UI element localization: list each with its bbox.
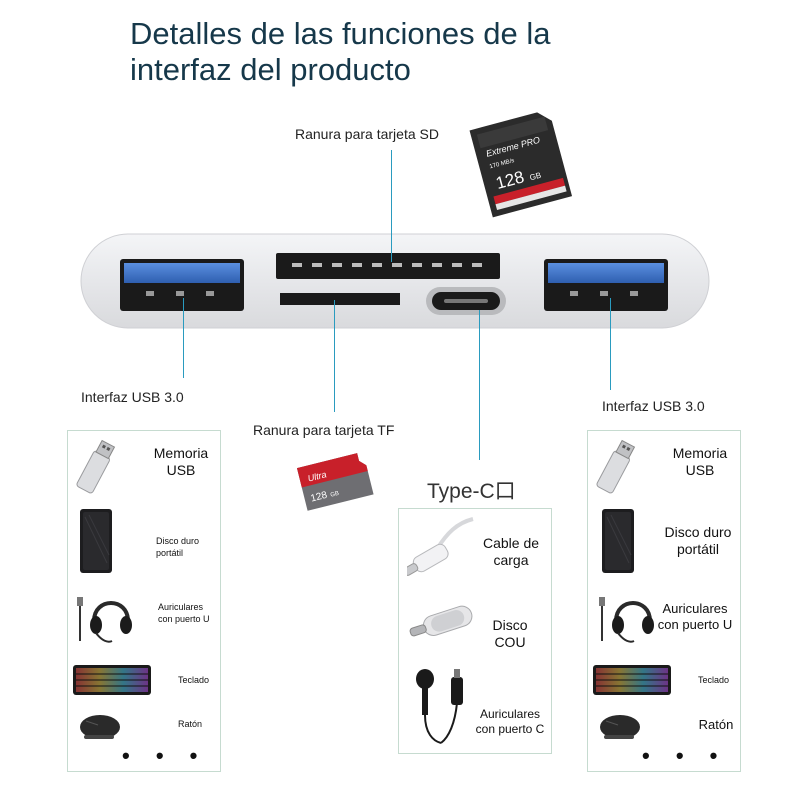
sd-card-unit: GB (529, 171, 542, 183)
hub-device (80, 233, 712, 331)
tf-leader-line (334, 300, 335, 412)
left-item-5-label: Ratón (178, 719, 203, 729)
title-line-1: Detalles de las funciones de la (130, 16, 551, 51)
keyboard-icon (592, 663, 672, 697)
usb-right-leader-line (610, 298, 611, 390)
right-item-3-label: Auriculares con puerto U (657, 601, 733, 632)
left-item-2-label: Disco duro portátil (156, 536, 200, 558)
portable-drive-icon (78, 507, 114, 575)
typec-earphones-icon (411, 663, 471, 745)
mouse-icon (596, 709, 642, 743)
usb-stick-icon (74, 435, 120, 495)
typec-leader-line (479, 310, 480, 460)
typec-label: Type-C口 (427, 480, 516, 503)
left-more-indicator: • • • (122, 743, 208, 768)
tf-slot-label: Ranura para tarjeta TF (253, 422, 395, 438)
middle-item-1-label: Cable de carga (482, 535, 540, 568)
right-item-2-label: Disco duro portátil (664, 524, 732, 557)
right-more-indicator: • • • (642, 743, 728, 768)
typec-cable-icon (407, 515, 477, 579)
usb-left-leader-line (183, 298, 184, 378)
usb-stick-icon (594, 435, 640, 495)
headset-icon (594, 583, 658, 647)
mouse-icon (76, 709, 122, 743)
headset-icon (72, 583, 136, 647)
tf-card-brand: Ultra (307, 469, 328, 483)
tf-card-image: Ultra 128 GB (293, 447, 379, 513)
right-item-4-label: Teclado (698, 675, 730, 685)
tf-card-capacity: 128 (310, 490, 329, 505)
sd-slot-label: Ranura para tarjeta SD (295, 126, 439, 142)
title-line-2: interfaz del producto (130, 52, 411, 87)
middle-item-2-label: Disco COU (492, 617, 528, 650)
sd-card-image: Extreme PRO 170 MB/s 128 GB (462, 104, 582, 224)
usb-left-label: Interfaz USB 3.0 (81, 389, 184, 405)
left-device-panel: Memoria USB Disco duro portátil Auricula… (67, 430, 221, 772)
left-item-3-label: Auriculares con puerto U (158, 602, 210, 624)
left-item-4-label: Teclado (178, 675, 210, 685)
usb-right-label: Interfaz USB 3.0 (602, 398, 705, 414)
right-device-panel: Memoria USB Disco duro portátil Auricula… (587, 430, 741, 772)
middle-device-panel: Cable de carga Disco COU Auriculares con… (398, 508, 552, 754)
portable-drive-icon (600, 507, 636, 575)
middle-item-3-label: Auriculares con puerto C (475, 707, 545, 736)
sd-leader-line (391, 150, 392, 262)
keyboard-icon (72, 663, 152, 697)
typec-flash-drive-icon (401, 601, 481, 645)
page-title: Detalles de las funciones de la interfaz… (130, 16, 650, 88)
tf-card-unit: GB (330, 491, 340, 499)
left-item-1-label: Memoria USB (153, 445, 209, 478)
right-item-5-label: Ratón (698, 717, 734, 732)
right-item-1-label: Memoria USB (672, 445, 728, 478)
